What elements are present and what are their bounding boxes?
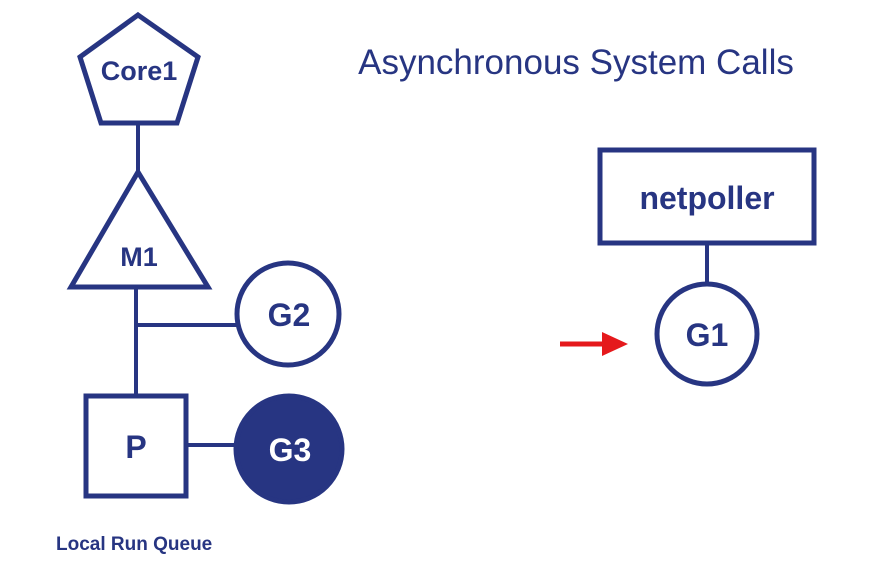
local-run-queue-label: Local Run Queue xyxy=(56,534,212,555)
square-shape xyxy=(83,393,189,499)
triangle-shape xyxy=(66,167,213,290)
rectangle-shape xyxy=(597,147,817,246)
processor-label: P xyxy=(125,429,146,465)
core-label: Core1 xyxy=(101,56,178,86)
core-node: Core1 xyxy=(77,11,201,126)
goroutine-g1-label: G1 xyxy=(686,317,729,353)
netpoller-label: netpoller xyxy=(639,180,774,216)
machine-label: M1 xyxy=(120,242,158,272)
arrow-head xyxy=(602,332,628,356)
goroutine-g3-node: G3 xyxy=(233,393,345,505)
circle-shape xyxy=(234,260,342,368)
goroutine-g2-label: G2 xyxy=(268,297,311,333)
netpoller-node: netpoller xyxy=(597,147,817,246)
goroutine-g3-label: G3 xyxy=(269,432,312,468)
page-title: Asynchronous System Calls xyxy=(358,43,794,82)
processor-node: P xyxy=(83,393,189,499)
pentagon-shape xyxy=(77,11,201,126)
goroutine-g2-node: G2 xyxy=(234,260,342,368)
goroutine-g1-node: G1 xyxy=(654,281,760,387)
filled-circle-shape xyxy=(233,393,345,505)
machine-node: M1 xyxy=(66,167,213,290)
circle-shape xyxy=(654,281,760,387)
red-arrow-icon xyxy=(560,332,628,356)
